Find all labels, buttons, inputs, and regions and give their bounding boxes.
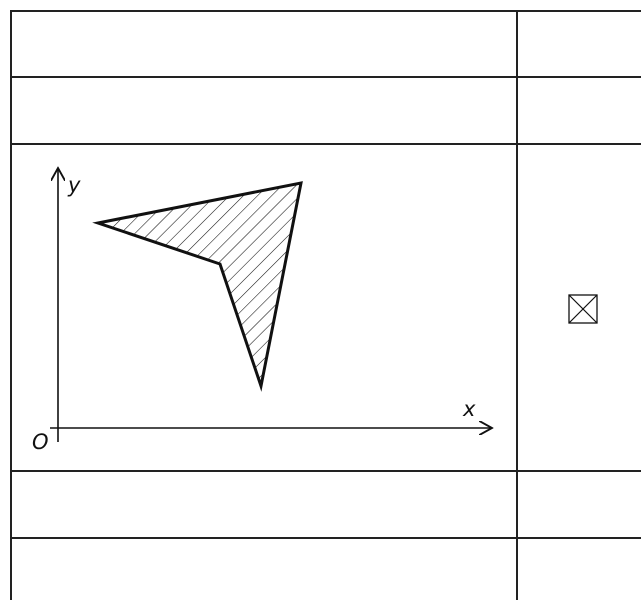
crossed-box-icon[interactable] [568, 294, 598, 324]
table-rule-3 [10, 470, 641, 472]
answer-cell-2[interactable] [518, 77, 641, 143]
x-axis-label: x [462, 397, 476, 421]
table-rule-2 [10, 143, 641, 145]
origin-label: O [32, 430, 49, 454]
option-row-5 [11, 538, 516, 600]
table-rule-divider [516, 10, 518, 600]
option-row-3-figure: y x O [32, 150, 510, 454]
hatched-shape [92, 181, 303, 392]
answer-cell-5[interactable] [518, 538, 641, 600]
table-rule-top [10, 10, 641, 12]
table-rule-left [10, 10, 12, 600]
answer-cell-1[interactable] [518, 11, 641, 76]
table-rule-4 [10, 537, 641, 539]
option-row-4 [11, 471, 516, 537]
y-axis-label: y [67, 173, 81, 197]
option-row-1 [11, 11, 516, 76]
answer-cell-4[interactable] [518, 471, 641, 537]
option-row-2 [11, 77, 516, 143]
table-rule-1 [10, 76, 641, 78]
